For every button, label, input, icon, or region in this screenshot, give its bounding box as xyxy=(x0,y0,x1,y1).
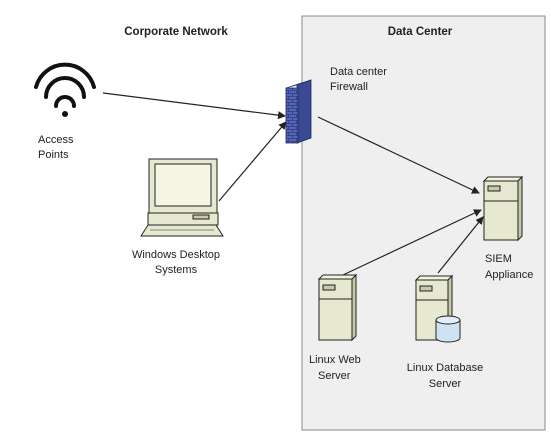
firewall-label-line1: Data center xyxy=(330,66,387,78)
web-server-icon xyxy=(317,273,358,342)
connections xyxy=(102,92,484,276)
siem-server-icon xyxy=(482,175,524,242)
access-points-label-line2: Points xyxy=(38,149,69,161)
corporate-network-title: Corporate Network xyxy=(124,26,228,38)
linux-db-label-line1: Linux Database xyxy=(407,362,483,374)
desktop-computer-icon xyxy=(140,158,224,237)
firewall-icon xyxy=(285,79,312,144)
access-points-label-line1: Access xyxy=(38,134,74,146)
windows-desktops-label-line2: Systems xyxy=(155,264,198,276)
windows-desktops-label-line1: Windows Desktop xyxy=(132,249,220,261)
linux-web-label-line1: Linux Web xyxy=(309,354,361,366)
linux-web-label-line2: Server xyxy=(318,370,351,382)
database-server-icon xyxy=(414,274,461,343)
link-web-server-to-siem xyxy=(342,209,482,276)
wifi-icon xyxy=(34,62,96,117)
link-firewall-to-siem xyxy=(317,116,480,194)
link-access-points-to-firewall xyxy=(102,92,286,120)
siem-label-line1: SIEM xyxy=(485,253,512,265)
firewall-label-line2: Firewall xyxy=(330,81,368,93)
data-center-title: Data Center xyxy=(388,26,453,38)
linux-db-label-line2: Server xyxy=(429,378,462,390)
siem-label-line2: Appliance xyxy=(485,269,533,281)
link-desktops-to-firewall xyxy=(218,121,287,202)
link-db-server-to-siem xyxy=(437,216,484,274)
